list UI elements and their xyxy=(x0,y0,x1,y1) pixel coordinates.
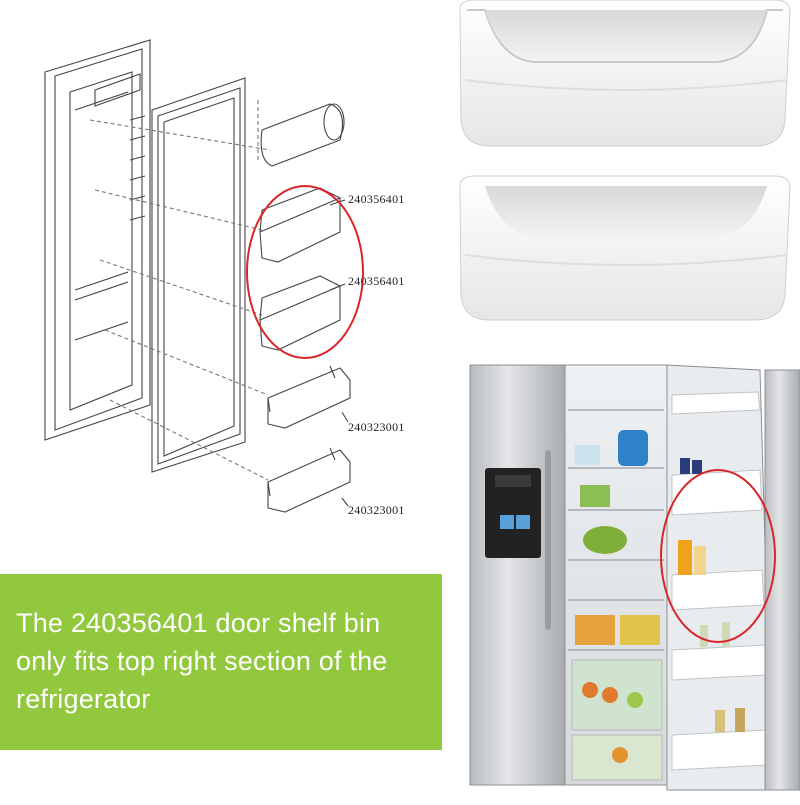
door-bin-2 xyxy=(459,175,791,321)
door-bin-1 xyxy=(459,0,791,147)
part-label-240356401-top: 240356401 xyxy=(348,192,405,206)
part-label-240323001-third: 240323001 xyxy=(348,420,405,434)
refrigerator-photo xyxy=(460,350,800,800)
door-diagram-drawing xyxy=(44,39,364,513)
part-label-240356401-second: 240356401 xyxy=(348,274,405,288)
highlight-circle xyxy=(246,185,364,359)
caption-banner: The 240356401 door shelf bin only fits t… xyxy=(0,574,442,750)
caption-text: The 240356401 door shelf bin only fits t… xyxy=(16,608,388,714)
part-label-240323001-bottom: 240323001 xyxy=(348,503,405,517)
refrigerator-drawing xyxy=(469,364,800,791)
door-bins-drawing xyxy=(459,0,791,321)
exploded-door-diagram: 240356401 240356401 240323001 240323001 xyxy=(0,0,440,560)
door-highlight-circle xyxy=(660,469,776,643)
product-bins-photo xyxy=(445,0,800,345)
